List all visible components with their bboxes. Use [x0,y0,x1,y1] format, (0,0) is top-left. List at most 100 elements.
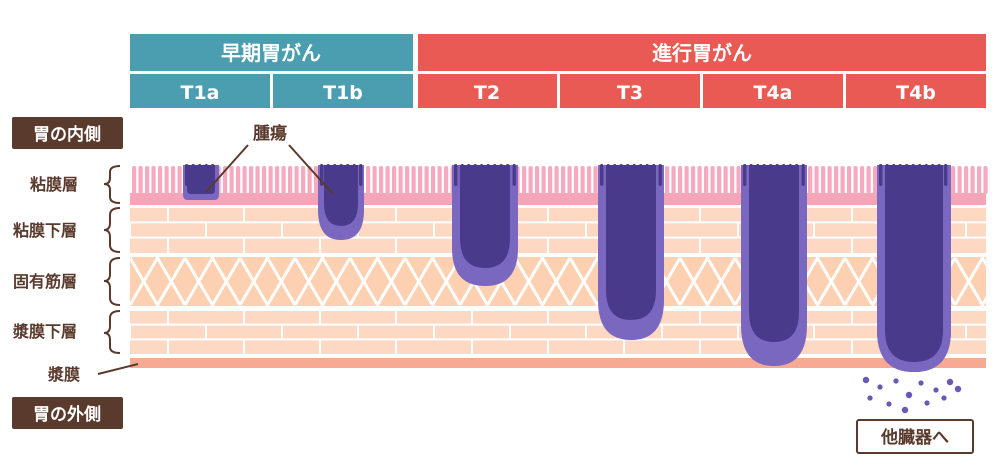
muscle-line [238,257,297,308]
villus [444,166,449,194]
submucosa-layer [130,207,986,253]
villus [132,166,137,194]
tumor-villus [339,164,343,186]
tumor-villus [769,164,773,186]
advanced-group-label: 進行胃がん [652,41,752,65]
muscle-line [128,257,187,308]
muscle-line [678,257,737,308]
villus [814,166,819,194]
villus [840,166,845,194]
stage-label-t1a: T1a [180,82,219,104]
villus [249,166,254,194]
villus [158,166,163,194]
stage-cell-t3 [560,74,700,108]
destination-box [856,419,974,454]
tumor-villus [632,164,636,186]
muscle-line [183,257,242,308]
subserosa-layer [130,310,986,354]
tumor-villus [931,164,935,186]
outer-side-text: 胃の外側 [33,404,101,425]
villus [860,166,865,194]
villus [821,166,826,194]
muscle-line [348,257,407,308]
villus [229,166,234,194]
villus [866,166,871,194]
tumor-villus [346,164,350,186]
stage-label-t2: T2 [474,82,500,104]
muscle-line [183,255,242,306]
destination-label: 他臓器へ [856,419,974,454]
villus [307,166,312,194]
villus [957,166,962,194]
early-group-bar [130,34,413,71]
tumor-villus [756,164,760,186]
layer-label-subserosa: 漿膜下層 [12,322,77,341]
tumor-villus [326,164,330,186]
villus [808,166,813,194]
destination-text: 他臓器へ [880,427,949,448]
layer-label-mucosa: 粘膜層 [30,175,78,194]
serosa-pointer [97,363,139,375]
villus [548,166,553,194]
mucosa-layer [130,193,986,205]
metastasis-dot [893,378,899,384]
metastasis-dot [933,387,939,393]
metastasis-dot [954,385,962,393]
metastasis-dot [867,395,873,401]
villus [593,166,598,194]
villus [535,166,540,194]
villus [145,166,150,194]
metastasis-dot [946,378,954,386]
villus [431,166,436,194]
tumor-villus [493,164,497,186]
villus [528,166,533,194]
advanced-group-bar [418,34,986,71]
tumor-villus [743,164,747,186]
villus [970,166,975,194]
tumor-villus [480,164,484,186]
metastasis-dot [886,401,892,407]
villus [730,166,735,194]
tumor-villus [762,164,766,186]
outer-side-box [12,397,123,429]
metastasis-dot [941,395,947,401]
tumor-villus [454,164,458,186]
villus [697,166,702,194]
layer-label-submucosa: 粘膜下層 [13,221,77,240]
villus [574,166,579,194]
tumor-villus [898,164,902,186]
villus [314,166,319,194]
muscle-line [293,257,352,308]
stage-cell-t4a [703,74,843,108]
villus [717,166,722,194]
tumor-villus [944,164,948,186]
villus [554,166,559,194]
tumor-villus [749,164,753,186]
villus [834,166,839,194]
brace-submucosa [103,207,121,253]
villus [236,166,241,194]
villus [288,166,293,194]
stage-label-t1b: T1b [323,82,363,104]
villus [691,166,696,194]
brace-mucosa [103,165,121,204]
villus [983,166,988,194]
villus [301,166,306,194]
tumor-villus [606,164,610,186]
tumor-callout: 腫瘍 [205,123,334,195]
villus [275,166,280,194]
villus [294,166,299,194]
tumor-t2 [452,165,518,286]
tumor-villus [626,164,630,186]
tumor-villus [506,164,510,186]
muscle-line [513,257,572,308]
muscle-line [678,255,737,306]
stage-label-t4b: T4b [896,82,936,104]
villus [398,166,403,194]
tumor-villus [911,164,915,186]
tumor-villus [918,164,922,186]
inner-side-text: 胃の内側 [33,124,101,145]
stage-cell-t4b [846,74,986,108]
villus [268,166,273,194]
